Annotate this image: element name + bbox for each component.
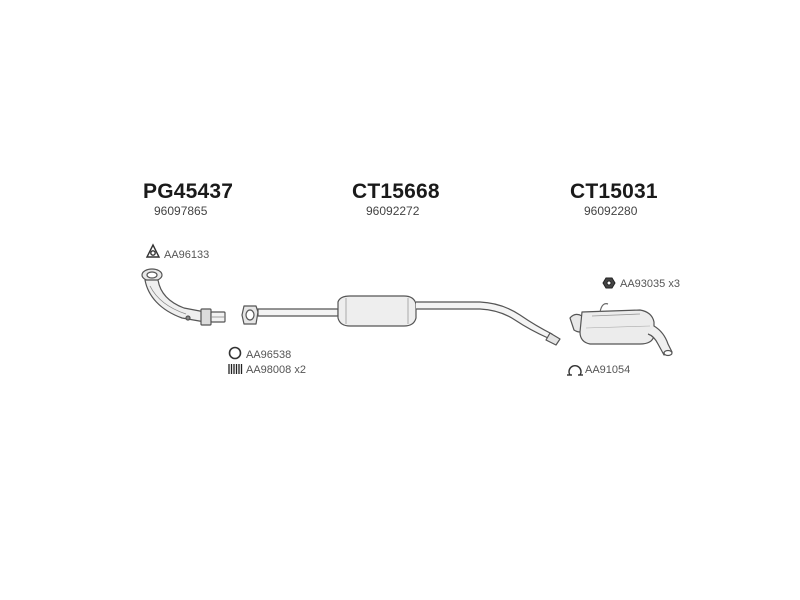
rear-silencer: [569, 303, 673, 357]
accessory-label-hex-nut: AA93035 x3: [620, 278, 680, 290]
triangular-gasket-icon: [145, 243, 161, 258]
hex-nut-icon: [602, 277, 616, 289]
part-code-rear-silencer: CT15031: [570, 180, 658, 203]
accessory-label-ring-gasket: AA96538: [246, 349, 292, 361]
middle-silencer: [241, 295, 561, 346]
pipe-clamp-icon: [567, 365, 583, 376]
part-code-middle-silencer: CT15668: [352, 180, 440, 203]
oe-number-rear-silencer: 96092280: [584, 204, 638, 218]
ring-gasket-icon: [228, 346, 242, 360]
part-code-front-pipe: PG45437: [143, 180, 234, 203]
spring-icon: [228, 364, 243, 374]
accessory-label-pipe-clamp: AA91054: [585, 364, 631, 376]
front-pipe: [141, 268, 226, 326]
oe-number-middle-silencer: 96092272: [366, 204, 420, 218]
accessory-label-triangular-gasket: AA96133: [164, 249, 210, 261]
oe-number-front-pipe: 96097865: [154, 204, 208, 218]
accessory-label-spring: AA98008 x2: [246, 364, 306, 376]
